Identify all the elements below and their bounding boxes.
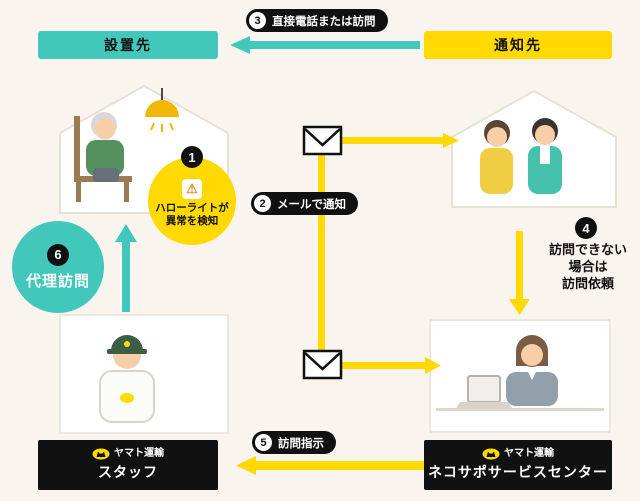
line-email-vertical (318, 150, 325, 356)
service-center-brand: ヤマト運輸 (504, 448, 554, 459)
installation-site-box: 設置先 (38, 31, 218, 59)
step4-text: 訪問できない 場合は 訪問依頼 (536, 241, 640, 292)
service-center-label: ネコサポサービスセンター (428, 464, 608, 480)
step4-line1: 訪問できない (548, 242, 627, 257)
step1-number: 1 (181, 146, 203, 168)
step5-number: 5 (255, 434, 272, 451)
envelope-icon-bottom (302, 349, 343, 380)
arrow-visit-instruction (236, 456, 426, 475)
yamato-cat-logo-icon (92, 448, 110, 460)
step3-label: 直接電話または訪問 (272, 15, 376, 28)
step5-pill: 5 訪問指示 (252, 431, 336, 454)
service-center-box: ヤマト運輸 ネコサポサービスセンター (424, 440, 612, 490)
step2-pill: 2 メールで通知 (251, 192, 358, 215)
step2-number: 2 (254, 195, 271, 212)
step3-pill: 3 直接電話または訪問 (246, 9, 388, 32)
step1-line2: 異常を検知 (165, 214, 219, 227)
arrow-email-to-center (342, 357, 441, 374)
step1-line1: ハローライトが (155, 201, 229, 214)
step3-number: 3 (249, 12, 266, 29)
step6-label: 代理訪問 (25, 272, 90, 290)
arrow-email-to-family (342, 133, 459, 148)
step2-label: メールで通知 (277, 198, 346, 211)
step4-number: 4 (575, 217, 597, 239)
warning-icon: ⚠ (182, 178, 202, 199)
step6-number: 6 (47, 243, 69, 266)
step5-label: 訪問指示 (278, 437, 324, 450)
yamato-cat-logo-icon (482, 448, 500, 460)
service-center-illustration (429, 319, 611, 433)
step4-line2: 場合は (568, 259, 608, 274)
lamp-icon (145, 100, 179, 117)
yamato-staff-box: ヤマト運輸 スタッフ (38, 440, 218, 490)
installation-house-illustration (59, 84, 229, 214)
yamato-staff-label: スタッフ (98, 464, 158, 480)
notification-site-box: 通知先 (424, 31, 612, 59)
step1-alert-circle: ⚠ ハローライトが 異常を検知 (148, 157, 236, 245)
yamato-staff-brand: ヤマト運輸 (114, 448, 164, 459)
arrow-visit-request (509, 231, 530, 315)
step6-proxy-visit-circle: 6 代理訪問 (12, 221, 104, 313)
arrow-direct-contact (230, 36, 420, 54)
notification-house-illustration (451, 89, 617, 208)
staff-illustration (59, 314, 229, 434)
envelope-icon-top (302, 125, 343, 156)
arrow-proxy-visit (115, 224, 137, 312)
step4-line3: 訪問依頼 (561, 276, 614, 291)
